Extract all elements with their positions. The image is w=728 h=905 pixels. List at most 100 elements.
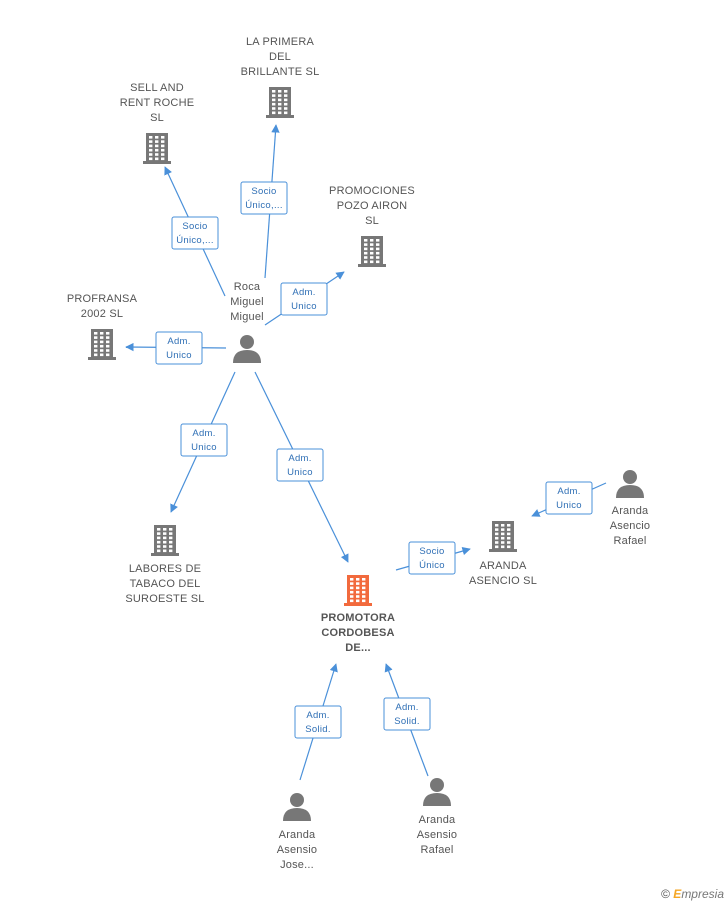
edge-roca-labores: Adm. Unico: [170, 371, 236, 513]
building-icon[interactable]: [358, 236, 386, 267]
node-sell[interactable]: SELL AND RENT ROCHE SL: [120, 82, 195, 164]
node-label-line: SELL AND: [130, 82, 184, 94]
building-icon[interactable]: [143, 133, 171, 164]
node-label-line: Aranda: [612, 505, 649, 517]
node-label-line: CORDOBESA: [321, 627, 394, 639]
edge-label-box[interactable]: Adm. Unico: [276, 448, 324, 482]
node-label-line: Asensio: [277, 844, 318, 856]
node-label-line: RENT ROCHE: [120, 97, 195, 109]
node-label-line: BRILLANTE SL: [241, 66, 320, 78]
node-label-line: LABORES DE: [129, 563, 201, 575]
node-promotora[interactable]: PROMOTORA CORDOBESA DE...: [321, 575, 395, 654]
person-icon[interactable]: [616, 470, 644, 498]
building-icon[interactable]: [489, 521, 517, 552]
edge-label-line: Solid.: [394, 716, 420, 727]
edge-label-line: Socio: [182, 221, 207, 232]
node-label-line: POZO AIRON: [337, 200, 407, 212]
node-label-line: DEL: [269, 51, 291, 63]
node-profransa[interactable]: PROFRANSA 2002 SL: [67, 293, 138, 360]
person-icon[interactable]: [283, 793, 311, 821]
edge-label-line: Adm.: [557, 486, 580, 497]
edge-label-box[interactable]: Adm. Unico: [545, 481, 593, 515]
edge-aranda_rafael_top-aranda_sl: Adm. Unico: [531, 481, 607, 517]
node-label-line: Miguel: [230, 311, 264, 323]
edge-label-line: Unico: [556, 500, 582, 511]
edge-label-box[interactable]: Adm. Solid.: [294, 705, 342, 739]
node-labores[interactable]: LABORES DE TABACO DEL SUROESTE SL: [125, 525, 204, 605]
node-label-line: TABACO DEL: [130, 578, 201, 590]
node-aranda_sl[interactable]: ARANDA ASENCIO SL: [469, 521, 537, 587]
node-label-line: 2002 SL: [81, 308, 123, 320]
edge-label-line: Único: [419, 560, 445, 571]
edge-roca-sell: SocioÚnico,...: [164, 166, 226, 297]
edge-label-line: Unico: [287, 467, 313, 478]
node-label-line: Asencio: [610, 520, 651, 532]
node-label-line: Roca: [234, 281, 261, 293]
edge-label-line: Adm.: [306, 710, 329, 721]
edge-label-box[interactable]: SocioÚnico,...: [171, 216, 219, 250]
person-icon[interactable]: [423, 778, 451, 806]
node-label-line: Aranda: [419, 814, 456, 826]
edge-roca-profransa: Adm. Unico: [125, 331, 227, 365]
node-label-line: PROMOCIONES: [329, 185, 415, 197]
node-aranda_jose[interactable]: ArandaAsensioJose...: [277, 793, 318, 871]
nodes-layer: LA PRIMERA DEL BRILLANTE SL SELL AND RENT RO…: [67, 36, 650, 871]
edge-label-line: Adm.: [167, 336, 190, 347]
edge-label-line: Adm.: [395, 702, 418, 713]
edge-label-box[interactable]: Adm. Unico: [180, 423, 228, 457]
building-icon[interactable]: [88, 329, 116, 360]
node-label-line: Jose...: [280, 859, 314, 871]
brand-logo-text: mpresia: [681, 887, 724, 901]
building-icon[interactable]: [151, 525, 179, 556]
edge-label-line: Adm.: [192, 428, 215, 439]
building-icon[interactable]: [344, 575, 372, 606]
edge-roca-promotora: Adm. Unico: [254, 371, 349, 563]
node-label-line: Aranda: [279, 829, 316, 841]
edge-label-box[interactable]: Adm. Unico: [155, 331, 203, 365]
node-pozo[interactable]: PROMOCIONES POZO AIRON SL: [329, 185, 415, 267]
edge-aranda_rafael_bottom-promotora: Adm. Solid.: [383, 663, 431, 777]
edge-aranda_jose-promotora: Adm. Solid.: [294, 663, 342, 781]
node-label-line: Miguel: [230, 296, 264, 308]
edges-layer: SocioÚnico,...SocioÚnico,...Adm.UnicoAdm…: [125, 124, 607, 781]
edge-label-line: Socio: [419, 546, 444, 557]
edge-label-line: Unico: [166, 350, 192, 361]
edge-roca-pozo: Adm. Unico: [264, 271, 345, 326]
node-primera[interactable]: LA PRIMERA DEL BRILLANTE SL: [241, 36, 320, 118]
edge-label-line: Adm.: [292, 287, 315, 298]
node-label-line: SL: [150, 112, 164, 124]
brand-logo-initial: E: [673, 887, 682, 901]
node-label-line: Rafael: [421, 844, 454, 856]
copyright-symbol: ©: [661, 887, 670, 901]
edge-label-box[interactable]: Adm. Solid.: [383, 697, 431, 731]
node-label-line: PROMOTORA: [321, 612, 395, 624]
edge-label-line: Único,...: [176, 235, 214, 246]
edge-label-line: Socio: [251, 186, 276, 197]
edge-label-line: Solid.: [305, 724, 331, 735]
node-label-line: Rafael: [614, 535, 647, 547]
node-label-line: ARANDA: [479, 560, 527, 572]
node-label-line: Asensio: [417, 829, 458, 841]
node-label-line: SUROESTE SL: [125, 593, 204, 605]
building-icon[interactable]: [266, 87, 294, 118]
edge-label-box[interactable]: SocioÚnico,...: [240, 181, 288, 215]
person-icon[interactable]: [233, 335, 261, 363]
footer-brand: © Empresia: [661, 887, 724, 901]
edge-roca-primera: SocioÚnico,...: [240, 124, 288, 279]
node-label-line: PROFRANSA: [67, 293, 138, 305]
node-label-line: ASENCIO SL: [469, 575, 537, 587]
node-label-line: DE...: [345, 642, 370, 654]
edge-label-line: Adm.: [288, 453, 311, 464]
node-label-line: SL: [365, 215, 379, 227]
edge-label-line: Unico: [291, 301, 317, 312]
node-label-line: LA PRIMERA: [246, 36, 314, 48]
edge-label-line: Unico: [191, 442, 217, 453]
edge-label-box[interactable]: Adm. Unico: [280, 282, 328, 316]
edge-label-line: Único,...: [245, 200, 283, 211]
